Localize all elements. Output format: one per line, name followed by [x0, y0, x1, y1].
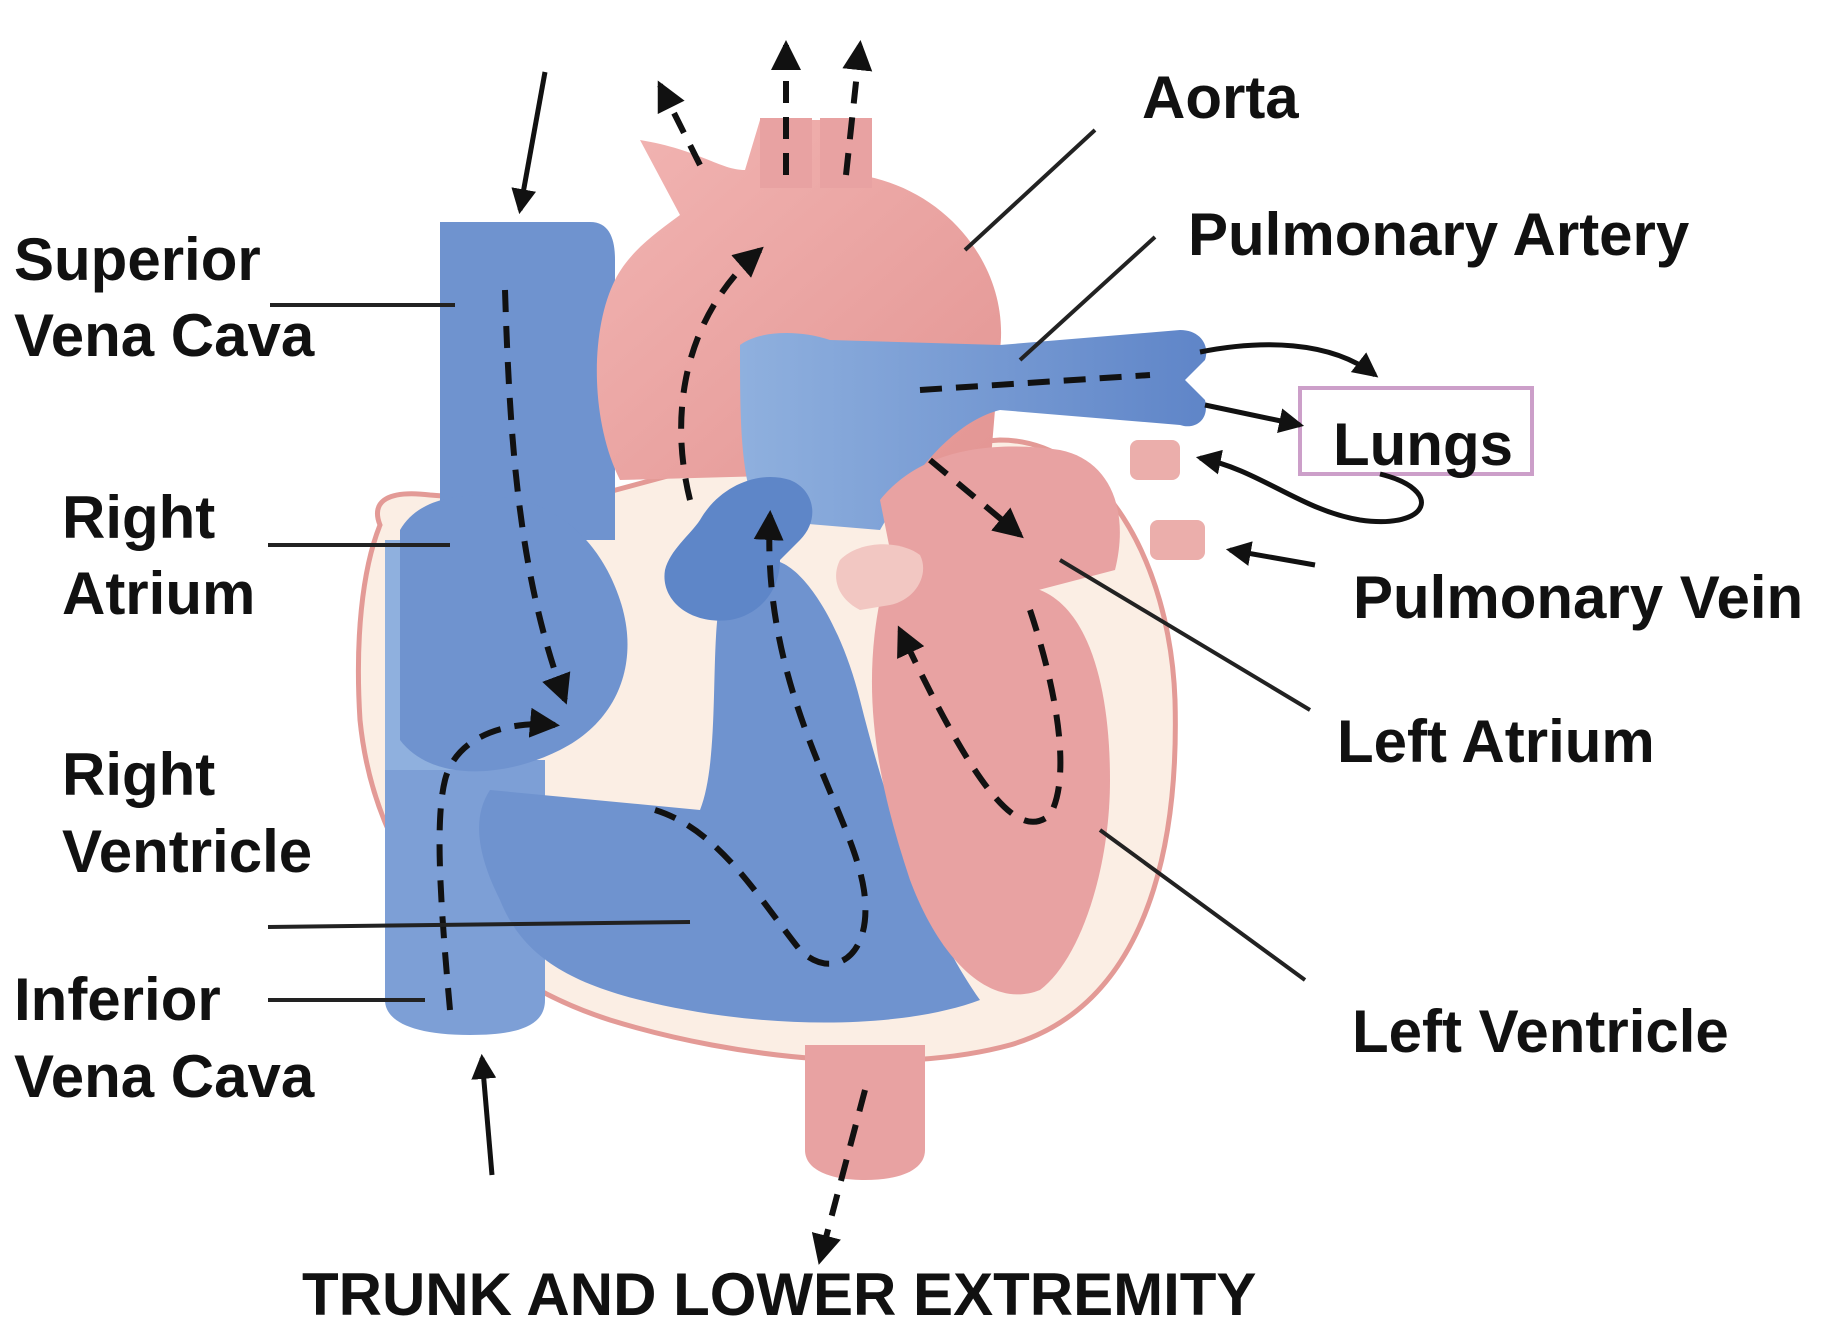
arrow-pv-lower: [1230, 550, 1315, 565]
label-pulmonary-vein: Pulmonary Vein: [1353, 564, 1803, 631]
pulmonary-vein-upper: [1130, 440, 1180, 480]
label-left-ventricle: Left Ventricle: [1352, 998, 1729, 1065]
label-svc-line1: Superior: [14, 226, 261, 293]
leader-aorta: [965, 130, 1095, 250]
label-right-atrium-line2: Atrium: [62, 560, 255, 627]
label-trunk: TRUNK AND LOWER EXTREMITY: [302, 1261, 1256, 1328]
arrow-pa-to-lungs-lower: [1205, 405, 1300, 425]
pulmonary-vein-lower: [1150, 520, 1205, 560]
label-right-ventricle-line1: Right: [62, 741, 215, 808]
label-ivc-line2: Vena Cava: [14, 1043, 315, 1110]
label-right-ventricle-line2: Ventricle: [62, 818, 312, 885]
label-right-atrium-line1: Right: [62, 484, 215, 551]
superior-vena-cava: [440, 222, 615, 540]
descending-aorta: [805, 1045, 925, 1180]
label-lungs: Lungs: [1333, 411, 1513, 478]
label-ivc-line1: Inferior: [14, 966, 221, 1033]
arrow-pa-to-lungs-upper: [1200, 345, 1375, 375]
arrow-svc-inflow: [520, 72, 545, 210]
label-left-atrium: Left Atrium: [1337, 708, 1655, 775]
label-pulmonary-artery: Pulmonary Artery: [1188, 201, 1690, 268]
label-aorta: Aorta: [1142, 64, 1299, 131]
label-svc-line2: Vena Cava: [14, 302, 315, 369]
arrow-ivc-inflow: [482, 1058, 492, 1175]
